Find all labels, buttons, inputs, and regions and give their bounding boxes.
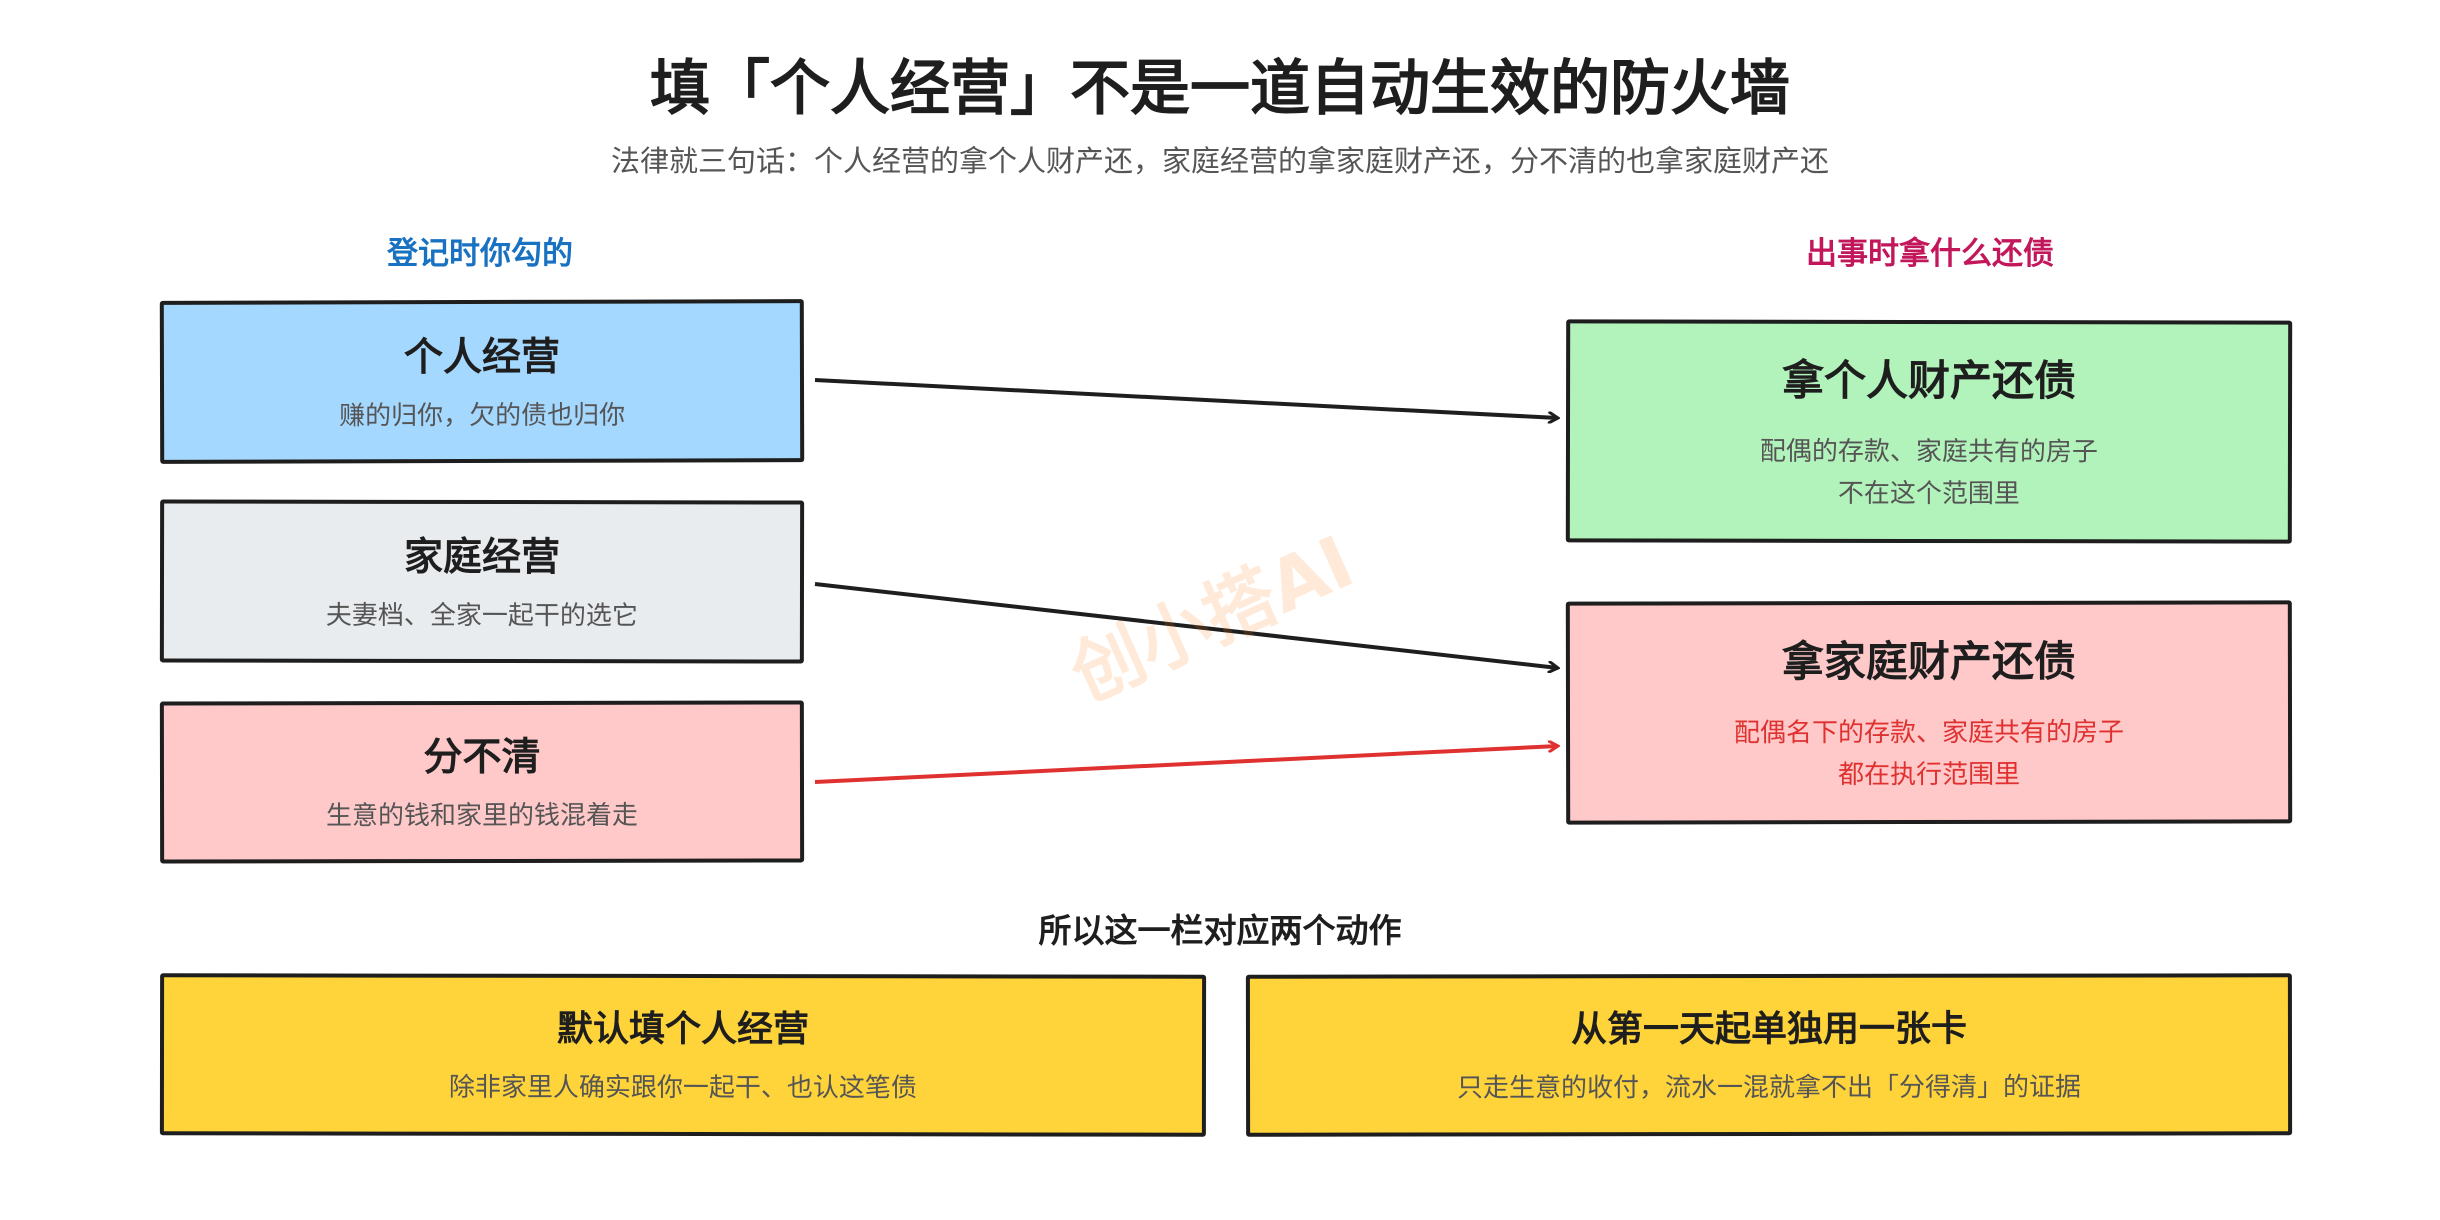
box-heading: 从第一天起单独用一张卡 [1570,1008,1967,1051]
arrow-family-to-family-assets [814,582,1558,668]
box-heading: 默认填个人经营 [556,1009,810,1051]
box-action-separate-card: 从第一天起单独用一张卡 只走生意的收付，流水一混就拿不出「分得清」的证据 [1245,973,2293,1137]
box-action-default-personal: 默认填个人经营 除非家里人确实跟你一起干、也认这笔债 [159,973,1207,1137]
left-column-label: 登记时你勾的 [387,236,573,272]
box-description: 只走生意的收付，流水一混就拿不出「分得清」的证据 [1457,1072,2082,1104]
arrow-personal-to-personal-assets [814,378,1558,418]
diagram-title: 填「个人经营」不是一道自动生效的防火墙 [650,54,1790,124]
right-column-label: 出事时拿什么还债 [1806,236,2054,272]
arrow-unclear-to-family-assets [814,746,1558,784]
diagram-subtitle: 法律就三句话：个人经营的拿个人财产还，家庭经营的拿家庭财产还，分不清的也拿家庭财… [610,144,1829,178]
actions-heading: 所以这一栏对应两个动作 [1038,911,1402,950]
box-description: 除非家里人确实跟你一起干、也认这笔债 [448,1072,917,1104]
